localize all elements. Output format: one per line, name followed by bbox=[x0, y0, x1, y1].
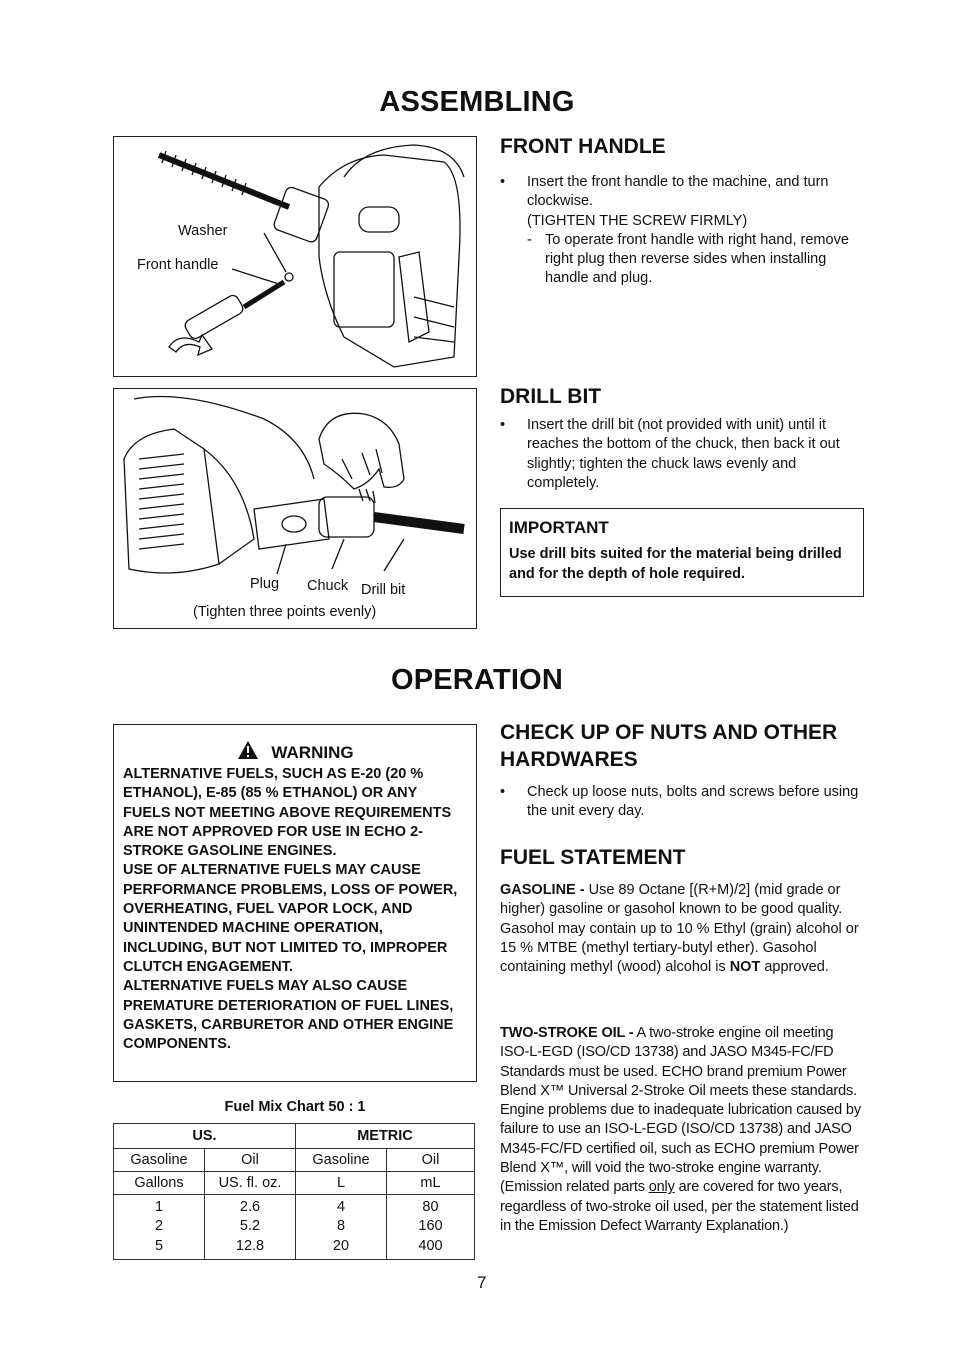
gasoline-paragraph: GASOLINE - Use 89 Octane [(R+M)/2] (mid … bbox=[500, 882, 859, 976]
drill-bit-illustration bbox=[123, 395, 465, 575]
table-unit-cell: mL bbox=[386, 1171, 475, 1195]
only-emphasis: only bbox=[648, 1179, 675, 1196]
warning-paragraph-2: USE OF ALTERNATIVE FUELS MAY CAUSE PERFO… bbox=[123, 862, 458, 975]
checkup-instructions: Check up loose nuts, bolts and screws be… bbox=[500, 783, 864, 822]
table-unit-cell: US. fl. oz. bbox=[204, 1171, 296, 1195]
table-header-cell: Oil bbox=[386, 1148, 475, 1172]
page-number: 7 bbox=[477, 1273, 487, 1292]
front-handle-illustration bbox=[157, 144, 465, 368]
plug-label: Plug bbox=[250, 576, 280, 592]
drill-bit-instructions: Insert the drill bit (not provided with … bbox=[500, 416, 864, 493]
table-header-cell: Gasoline bbox=[113, 1148, 205, 1172]
important-text: Use drill bits suited for the material b… bbox=[509, 546, 842, 582]
table-group-header: US. bbox=[113, 1123, 296, 1149]
warning-paragraph-3: ALTERNATIVE FUELS MAY ALSO CAUSE PREMATU… bbox=[123, 978, 454, 1053]
checkup-bullet: Check up loose nuts, bolts and screws be… bbox=[500, 783, 864, 822]
important-box: IMPORTANT Use drill bits suited for the … bbox=[500, 508, 864, 597]
two-stroke-oil-paragraph: TWO-STROKE OIL - A two-stroke engine oil… bbox=[500, 1025, 861, 1234]
drill-bit-figure: Plug Chuck Drill bit (Tighten three poin… bbox=[113, 388, 477, 629]
table-group-header: METRIC bbox=[295, 1123, 475, 1149]
fuel-chart-caption: Fuel Mix Chart 50 : 1 bbox=[224, 1099, 366, 1115]
table-row: Gasoline Oil Gasoline Oil bbox=[113, 1148, 475, 1172]
fuel-mix-table-wrapper: US. METRIC Gasoline Oil Gasoline Oil Gal… bbox=[113, 1123, 475, 1260]
fuel-statement-heading: FUEL STATEMENT bbox=[500, 846, 686, 869]
front-handle-sub-note: To operate front handle with right hand,… bbox=[527, 231, 864, 289]
front-handle-bullet: Insert the front handle to the machine, … bbox=[500, 173, 864, 289]
front-handle-label: Front handle bbox=[137, 257, 219, 273]
not-emphasis: NOT bbox=[729, 959, 761, 976]
tighten-caption: (Tighten three points evenly) bbox=[193, 604, 377, 620]
important-title: IMPORTANT bbox=[509, 518, 609, 537]
fuel-mix-table: US. METRIC Gasoline Oil Gasoline Oil Gal… bbox=[113, 1123, 475, 1260]
table-row: US. METRIC bbox=[113, 1123, 475, 1149]
washer-label: Washer bbox=[178, 223, 228, 239]
drill-bit-heading: DRILL BIT bbox=[500, 385, 602, 408]
warning-paragraph-1: ALTERNATIVE FUELS, SUCH AS E-20 (20 % ET… bbox=[123, 766, 452, 860]
table-header-cell: Gasoline bbox=[295, 1148, 387, 1172]
table-header-cell: Oil bbox=[204, 1148, 296, 1172]
table-row: Gallons US. fl. oz. L mL bbox=[113, 1171, 475, 1195]
front-handle-heading: FRONT HANDLE bbox=[500, 135, 666, 158]
front-handle-note: (TIGHTEN THE SCREW FIRMLY) bbox=[527, 212, 748, 229]
front-handle-instructions: Insert the front handle to the machine, … bbox=[500, 173, 864, 289]
drill-bit-bullet: Insert the drill bit (not provided with … bbox=[500, 416, 864, 493]
warning-triangle-icon bbox=[238, 741, 259, 759]
two-stroke-oil-label: TWO-STROKE OIL - bbox=[500, 1025, 634, 1041]
drill-bit-label: Drill bit bbox=[361, 582, 406, 598]
section-title-operation: OPERATION bbox=[390, 664, 564, 696]
checkup-heading: CHECK UP OF NUTS AND OTHER HARDWARES bbox=[500, 721, 838, 771]
section-title-assembling: ASSEMBLING bbox=[379, 86, 575, 118]
gasoline-label: GASOLINE - bbox=[500, 882, 585, 898]
warning-title: WARNING bbox=[271, 743, 354, 762]
front-handle-figure: Washer Front handle bbox=[113, 136, 477, 377]
table-unit-cell: Gallons bbox=[113, 1171, 205, 1195]
warning-box: WARNING ALTERNATIVE FUELS, SUCH AS E-20 … bbox=[113, 724, 477, 1082]
chuck-label: Chuck bbox=[307, 578, 349, 594]
warning-header: WARNING bbox=[123, 740, 468, 765]
table-unit-cell: L bbox=[295, 1171, 387, 1195]
